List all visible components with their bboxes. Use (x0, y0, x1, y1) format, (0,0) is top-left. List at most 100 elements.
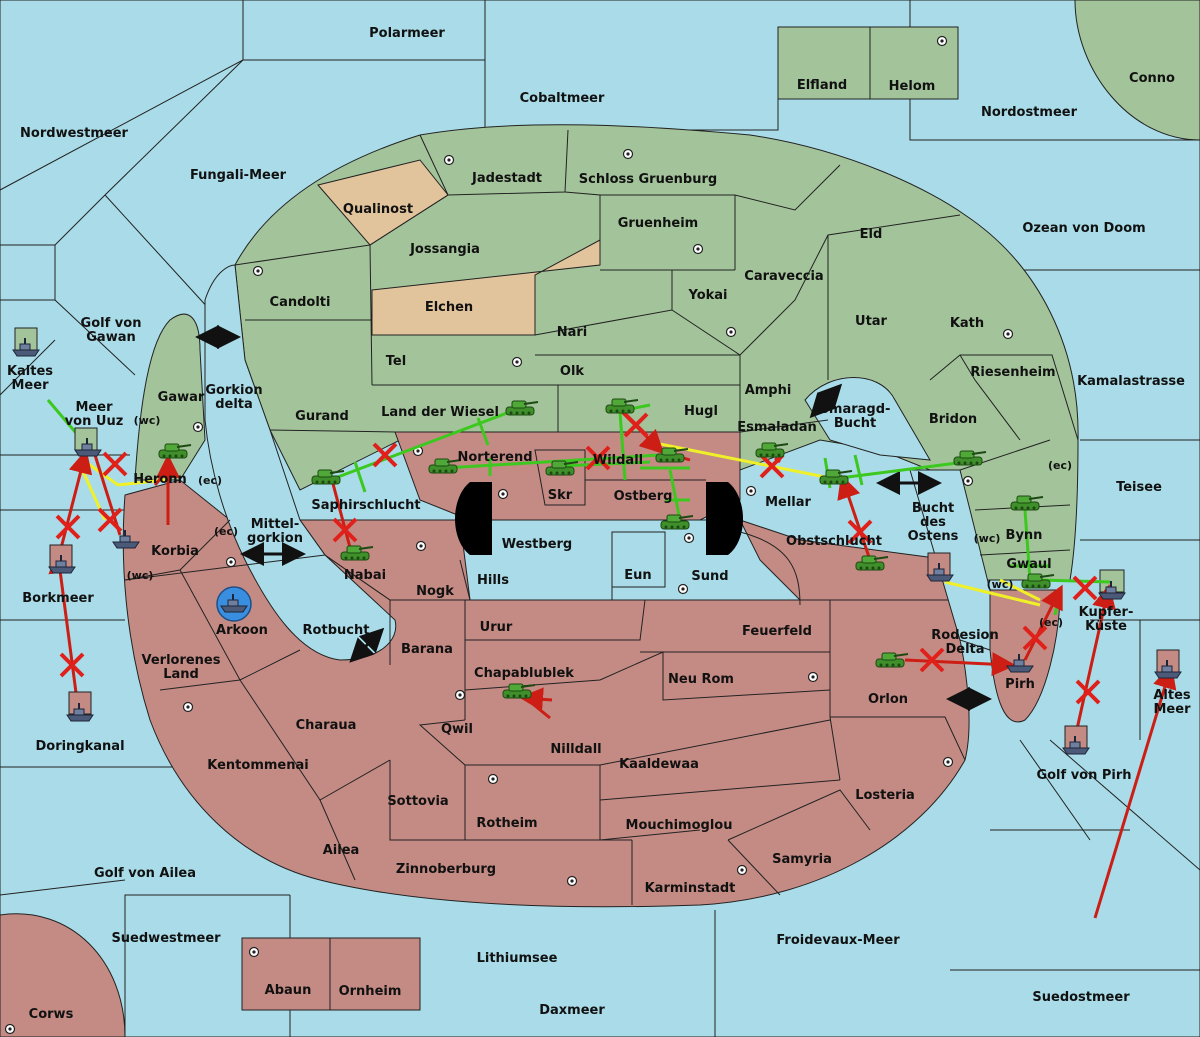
land-label-olk: Olk (560, 364, 585, 379)
sea-label-kamalastrasse: Kamalastrasse (1077, 374, 1185, 389)
land-label-elfland: Elfland (797, 78, 847, 93)
red-center-band (394, 431, 741, 521)
land-label-corws: Corws (29, 1007, 74, 1022)
land-label-pirh: Pirh (1005, 677, 1035, 692)
fleet-icon (1154, 649, 1182, 679)
green-land-mass (234, 124, 1079, 581)
land-label-ailea: Ailea (323, 843, 360, 858)
fleet-icon (1062, 725, 1090, 755)
sea-label-teisee: Teisee (1116, 480, 1162, 495)
land-label-kaaldewaa: Kaaldewaa (619, 757, 699, 772)
land-label-helom: Helom (889, 79, 936, 94)
land-label-skr: Skr (548, 488, 573, 503)
land-label-mouchimoglou: Mouchimoglou (626, 818, 733, 833)
supply-center-icon (192, 421, 204, 433)
land-label-orlon: Orlon (868, 692, 908, 707)
supply-center-icon (725, 326, 737, 338)
supply-center-icon (692, 243, 704, 255)
land-label-kupfer-kueste: Kupfer- (1079, 605, 1134, 620)
province-borders (124, 129, 1079, 905)
fleets (12, 327, 1182, 755)
conno-land (1074, 0, 1200, 141)
supply-center-icon (497, 488, 509, 500)
sea-label-mittelgorkion-2: gorkion (247, 531, 303, 546)
sea-label-meer-von-uuz: Meer (76, 400, 114, 415)
land-label-bridon: Bridon (929, 412, 977, 427)
land-label-neu-rom: Neu Rom (668, 672, 734, 687)
land-label-barana: Barana (401, 642, 453, 657)
fleet-icon (74, 427, 102, 457)
land-label-zinnoberburg: Zinnoberburg (396, 862, 496, 877)
sea-label-nordostmeer: Nordostmeer (981, 105, 1078, 120)
sea-label-altes-meer: Altes (1153, 688, 1191, 703)
land-label-kath: Kath (950, 316, 984, 331)
land-label-land-der-wiesel: Land der Wiesel (381, 405, 499, 420)
sea-label-ozean-von-doom: Ozean von Doom (1022, 221, 1145, 236)
land-label-arkoon: Arkoon (216, 623, 268, 638)
double-arrow-icon (809, 383, 843, 419)
land-label-eun: Eun (624, 568, 651, 583)
sea-label-altes-meer-2: Meer (1154, 702, 1192, 717)
supply-center-icon (511, 356, 523, 368)
supply-center-icon (745, 485, 757, 497)
land-label-gruenheim: Gruenheim (618, 216, 698, 231)
coast-label-gawar-wc: (wc) (134, 414, 161, 427)
land-label-norterend: Norterend (457, 450, 532, 465)
sea-label-kaltes-meer: Kaltes (7, 364, 53, 379)
land-label-eld: Eld (860, 227, 883, 242)
supply-center-icon (454, 689, 466, 701)
supply-center-icon (622, 148, 634, 160)
sea-label-smaragd-bucht-2: Bucht (834, 416, 876, 431)
sea-label-fungali-meer: Fungali-Meer (190, 168, 287, 183)
land-label-jossangia: Jossangia (409, 242, 480, 257)
sea-label-golf-von-gawan: Golf von (81, 316, 142, 331)
land-label-losteria: Losteria (855, 788, 915, 803)
abaun-ornheim-island (241, 937, 421, 1011)
land-label-elchen: Elchen (425, 300, 473, 315)
land-label-conno: Conno (1129, 71, 1175, 86)
sea-label-gorkion-delta: Gorkion (205, 383, 262, 398)
sea-label-bucht-des-ostens: Bucht (912, 501, 954, 516)
sea-label-gorkion-delta-2: delta (215, 397, 253, 412)
land-label-amphi: Amphi (745, 383, 792, 398)
supply-center-icon (1002, 328, 1014, 340)
sea-label-meer-von-uuz-2: von Uuz (65, 414, 124, 429)
land-label-riesenheim: Riesenheim (970, 365, 1055, 380)
supply-center-icon (225, 556, 237, 568)
fleet-icon (12, 327, 40, 357)
sea-label-smaragd-bucht: Smaragd- (820, 402, 891, 417)
corws-land (0, 913, 126, 1037)
sea-label-kaltes-meer-2: Meer (12, 378, 50, 393)
land-label-ornheim: Ornheim (339, 984, 402, 999)
land-label-utar: Utar (855, 314, 888, 329)
supply-center-icon (942, 756, 954, 768)
sea-label-rodesion-delta-2: Delta (945, 642, 984, 657)
land-label-wildall: Wildall (593, 453, 643, 468)
coast-label-bynn-wc: (wc) (974, 532, 1001, 545)
sea-label-nordwestmeer: Nordwestmeer (20, 126, 128, 141)
sea-label-lithiumsee: Lithiumsee (477, 951, 558, 966)
fleet-icon (66, 691, 94, 722)
sea-label-suedostmeer: Suedostmeer (1032, 990, 1130, 1005)
land-label-nabai: Nabai (344, 568, 386, 583)
land-label-verlorenes-land: Verlorenes (141, 653, 220, 668)
supply-center-icon (736, 864, 748, 876)
supply-center-icon (807, 671, 819, 683)
elchen-land (371, 239, 601, 336)
land-label-candolti: Candolti (270, 295, 331, 310)
red-orders (48, 408, 1177, 919)
land-label-feuerfeld: Feuerfeld (742, 624, 812, 639)
land-label-urur: Urur (480, 620, 513, 635)
fleet-icon (48, 544, 76, 574)
sea-label-rodesion-delta: Rodesion (931, 628, 998, 643)
sea-label-cobaltmeer: Cobaltmeer (520, 91, 605, 106)
coast-label-gwaul-wc: (wc) (987, 578, 1014, 591)
coast-label-korbia-wc: (wc) (127, 569, 154, 582)
land-label-korbia: Korbia (151, 544, 199, 559)
land-label-gurand: Gurand (295, 409, 349, 424)
land-label-tel: Tel (386, 354, 406, 369)
supply-center-icon (252, 265, 264, 277)
supply-center-icon (962, 475, 974, 487)
